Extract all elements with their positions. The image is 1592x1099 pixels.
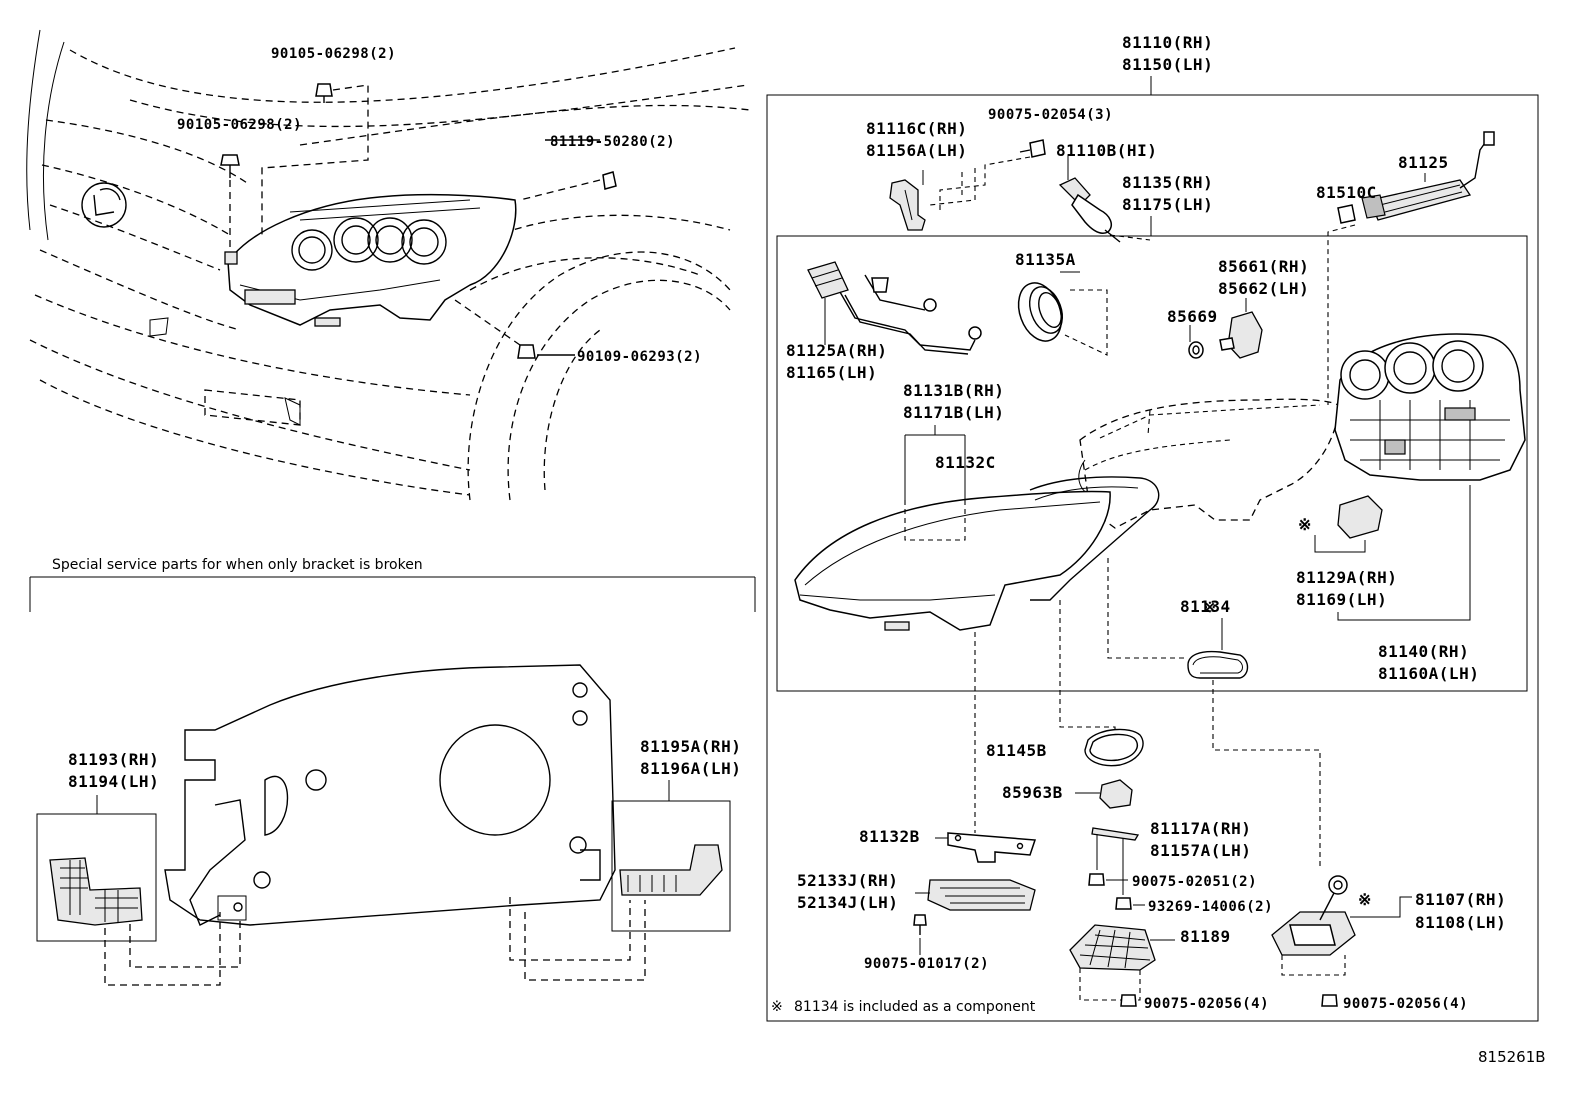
asterisk-81107: ※ bbox=[1358, 890, 1372, 909]
label-81194: 81194(LH) bbox=[68, 772, 159, 791]
label-81131b: 81131B(RH) bbox=[903, 381, 1004, 400]
part-81116c-bracket bbox=[889, 170, 926, 231]
asterisk-81134: ※ bbox=[1204, 600, 1216, 616]
footnote-component: 81134 is included as a component bbox=[794, 999, 1036, 1015]
label-81140: 81140(RH) bbox=[1378, 642, 1469, 661]
label-90075-02056-left: 90075-02056(4) bbox=[1144, 996, 1269, 1012]
label-81110: 81110(RH) bbox=[1122, 33, 1213, 52]
label-90075-02051: 90075-02051(2) bbox=[1132, 874, 1257, 890]
label-81510c: 81510C bbox=[1316, 183, 1377, 202]
special-service-note: Special service parts for when only brac… bbox=[52, 557, 423, 573]
label-90109-06293: 90109-06293(2) bbox=[577, 349, 702, 365]
label-81135: 81135(RH) bbox=[1122, 173, 1213, 192]
part-headlamp-housing bbox=[1078, 398, 1339, 529]
label-81125a: 81125A(RH) bbox=[786, 341, 887, 360]
label-90075-01017: 90075-01017(2) bbox=[864, 956, 989, 972]
part-81125a-harness bbox=[807, 261, 982, 355]
label-81110b: 81110B(HI) bbox=[1056, 141, 1157, 160]
part-85661-actuator bbox=[1219, 298, 1263, 359]
label-81150: 81150(LH) bbox=[1122, 55, 1213, 74]
part-90075-02054-screw bbox=[929, 139, 1046, 210]
headlamp-assembly-frames bbox=[766, 76, 1539, 1022]
label-81132c: 81132C bbox=[935, 453, 996, 472]
leader-81140 bbox=[1337, 485, 1471, 621]
part-81510c-bulb bbox=[1327, 204, 1356, 405]
special-service-section bbox=[29, 576, 756, 986]
label-52133j: 52133J(RH) bbox=[797, 871, 898, 890]
label-81107: 81107(RH) bbox=[1415, 890, 1506, 909]
part-81107-module bbox=[1271, 875, 1412, 1007]
label-81132b: 81132B bbox=[859, 827, 920, 846]
label-81135a: 81135A bbox=[1015, 250, 1076, 269]
label-81193: 81193(RH) bbox=[68, 750, 159, 769]
asterisk-81129a: ※ bbox=[1298, 515, 1312, 534]
label-93269-14006: 93269-14006(2) bbox=[1148, 899, 1273, 915]
part-81189-cover bbox=[1069, 924, 1175, 1007]
label-85669: 85669 bbox=[1167, 307, 1218, 326]
label-81116c: 81116C(RH) bbox=[866, 119, 967, 138]
footnote-asterisk: ※ bbox=[771, 999, 783, 1015]
label-90075-02054: 90075-02054(3) bbox=[988, 107, 1113, 123]
label-81145b: 81145B bbox=[986, 741, 1047, 760]
part-81132c-gasket bbox=[1029, 476, 1160, 601]
figure-id: 815261B bbox=[1478, 1048, 1546, 1066]
vehicle-front-view bbox=[26, 29, 751, 501]
vehicle-fasteners bbox=[220, 83, 617, 359]
label-90105-06298-lower: 90105-06298(2) bbox=[177, 117, 302, 133]
part-81140-unit bbox=[1334, 333, 1526, 481]
label-81171b: 81171B(LH) bbox=[903, 403, 1004, 422]
part-81145b-gasket bbox=[1059, 600, 1144, 767]
part-81132b-bracket bbox=[935, 632, 1037, 863]
label-81175: 81175(LH) bbox=[1122, 195, 1213, 214]
part-85963b-cap bbox=[1075, 779, 1133, 809]
label-81160a: 81160A(LH) bbox=[1378, 664, 1479, 683]
label-81195a: 81195A(RH) bbox=[640, 737, 741, 756]
part-81135a-socket bbox=[1017, 271, 1108, 356]
label-81165: 81165(LH) bbox=[786, 363, 877, 382]
label-90075-02056-right: 90075-02056(4) bbox=[1343, 996, 1468, 1012]
label-85661: 85661(RH) bbox=[1218, 257, 1309, 276]
part-52133j-bracket bbox=[913, 879, 1036, 955]
part-81117a-clip bbox=[1088, 827, 1145, 910]
label-85963b: 85963B bbox=[1002, 783, 1063, 802]
part-81110b-bulb bbox=[1058, 155, 1151, 243]
part-81131b-lens bbox=[794, 425, 1111, 631]
label-81189: 81189 bbox=[1180, 927, 1231, 946]
label-81119-50280: 81119-50280(2) bbox=[550, 134, 675, 150]
label-90105-06298-upper: 90105-06298(2) bbox=[271, 46, 396, 62]
part-81125-cord bbox=[1361, 131, 1495, 221]
label-85662: 85662(LH) bbox=[1218, 279, 1309, 298]
label-81108: 81108(LH) bbox=[1415, 913, 1506, 932]
label-81196a: 81196A(LH) bbox=[640, 759, 741, 778]
part-81129a-unit bbox=[1314, 495, 1383, 553]
label-81157a: 81157A(LH) bbox=[1150, 841, 1251, 860]
label-81129a: 81129A(RH) bbox=[1296, 568, 1397, 587]
label-52134j: 52134J(LH) bbox=[797, 893, 898, 912]
part-81134-gasket bbox=[1107, 558, 1321, 870]
part-85669-oring bbox=[1188, 325, 1204, 359]
label-81156a: 81156A(LH) bbox=[866, 141, 967, 160]
label-81134: 81134 bbox=[1180, 597, 1231, 616]
label-81169: 81169(LH) bbox=[1296, 590, 1387, 609]
label-81117a: 81117A(RH) bbox=[1150, 819, 1251, 838]
label-81125: 81125 bbox=[1398, 153, 1449, 172]
